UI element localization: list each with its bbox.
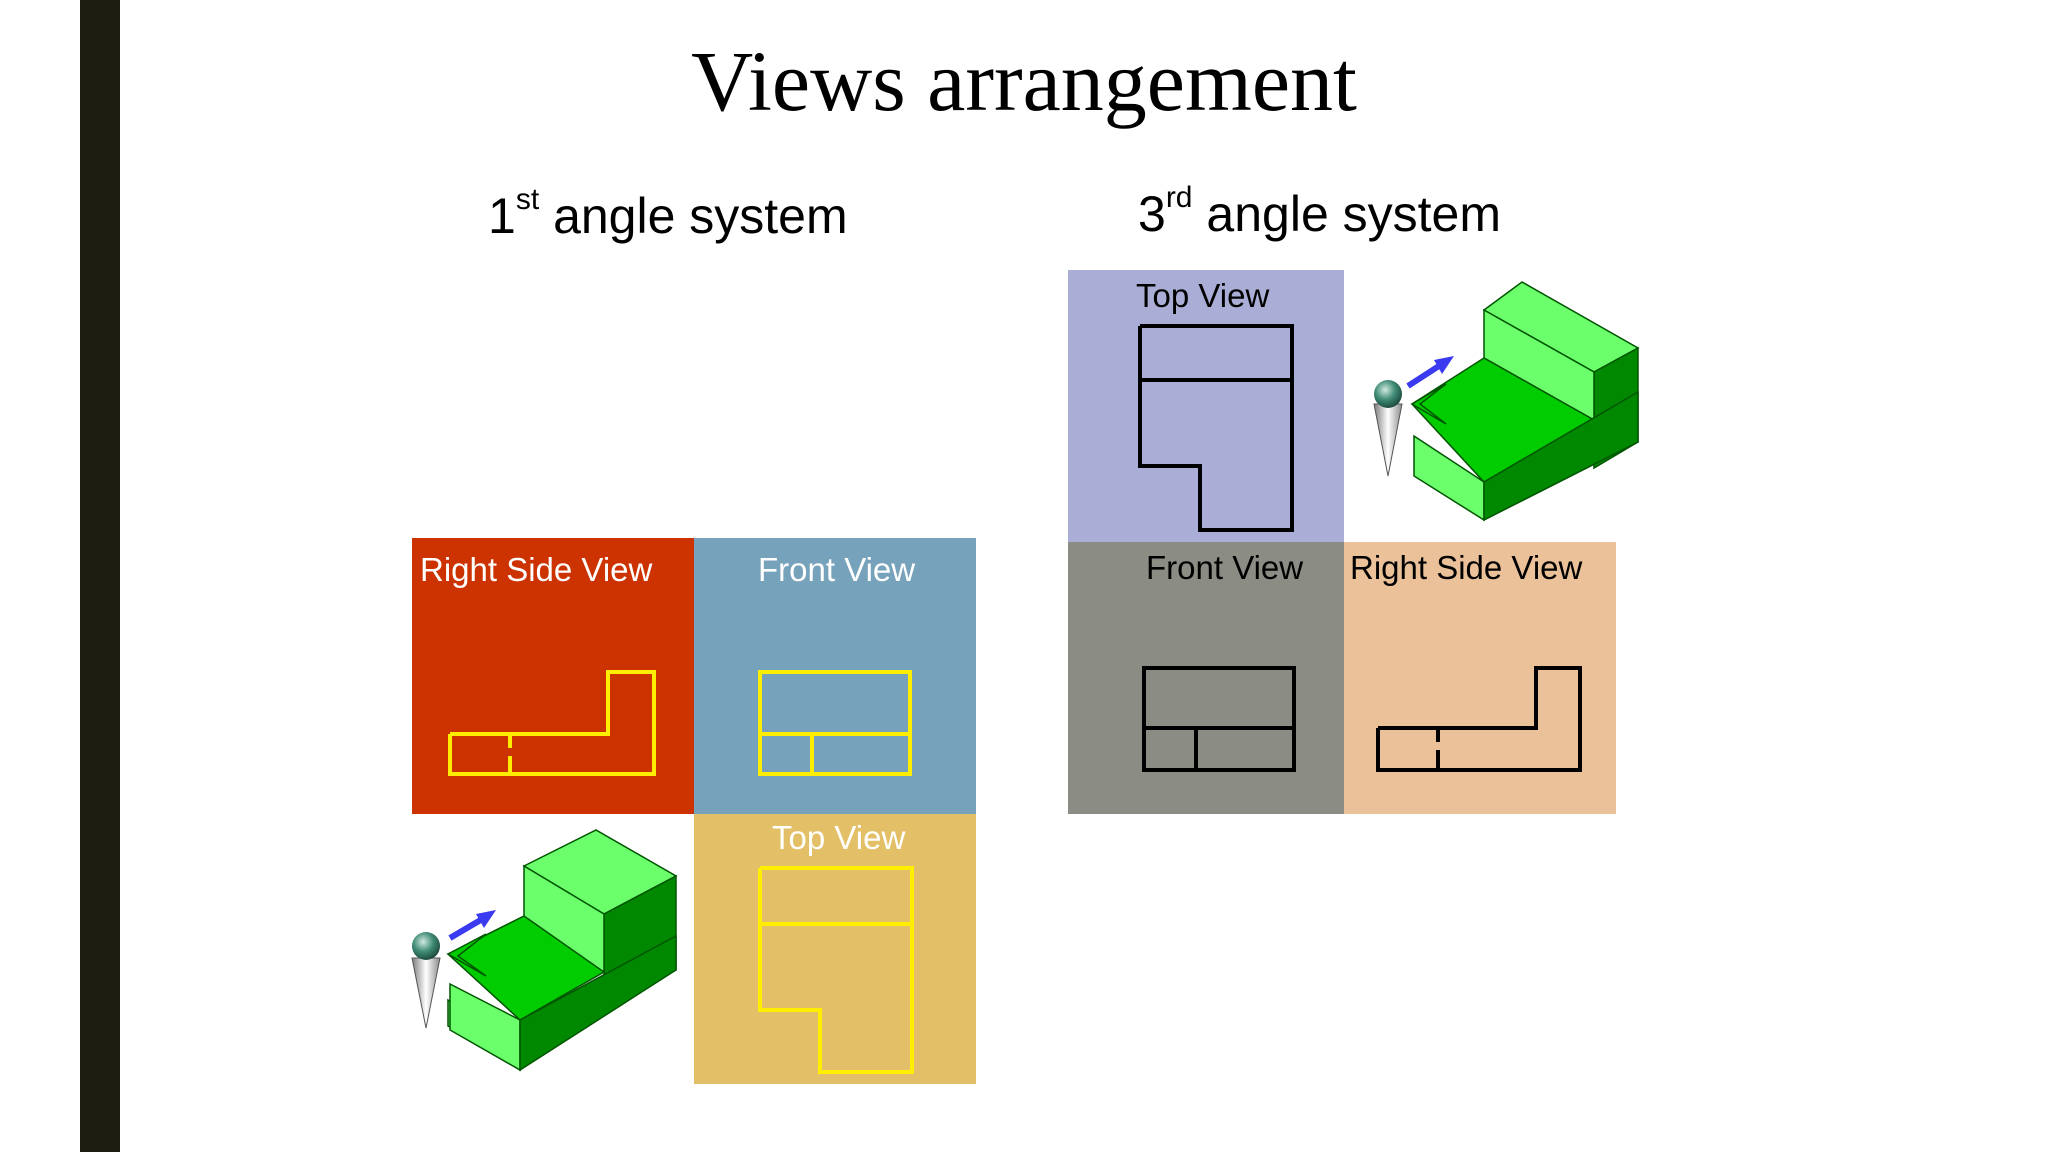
first-angle-heading: 1st angle system <box>488 183 848 246</box>
third-angle-top-panel: Top View <box>1068 270 1344 542</box>
first-angle-heading-text: angle system <box>553 188 848 244</box>
first-angle-heading-sup: st <box>515 183 540 216</box>
first-angle-front-panel: Front View <box>694 538 976 814</box>
third-angle-front-drawing <box>1142 666 1296 772</box>
first-angle-right-side-label: Right Side View <box>420 551 653 588</box>
viewer-icon <box>411 932 441 1029</box>
third-angle-heading-sup: rd <box>1165 181 1193 214</box>
third-angle-right-side-panel: Right Side View <box>1344 542 1616 814</box>
third-angle-right-side-label: Right Side View <box>1350 549 1583 586</box>
left-accent-bar <box>80 0 120 1152</box>
direction-arrow-icon <box>448 910 496 941</box>
first-angle-top-panel: Top View <box>694 814 976 1084</box>
third-angle-front-panel: Front View <box>1068 542 1344 814</box>
first-angle-isometric-block-icon <box>411 829 678 1072</box>
third-angle-top-label: Top View <box>1136 277 1270 314</box>
direction-arrow-icon <box>1406 356 1454 389</box>
first-angle-heading-number: 1 <box>488 188 516 244</box>
viewer-icon <box>1373 380 1403 477</box>
first-angle-right-side-drawing <box>448 670 656 776</box>
third-angle-heading-number: 3 <box>1138 186 1166 242</box>
third-angle-top-drawing <box>1138 324 1294 532</box>
third-angle-heading-text: angle system <box>1206 186 1501 242</box>
first-angle-front-drawing <box>758 670 912 776</box>
first-angle-right-side-panel: Right Side View <box>412 538 694 814</box>
first-angle-top-drawing <box>758 866 914 1074</box>
slide-title: Views arrangement <box>691 33 1357 129</box>
third-angle-front-label: Front View <box>1146 549 1304 586</box>
third-angle-right-side-drawing <box>1376 666 1582 772</box>
first-angle-top-label: Top View <box>772 819 906 856</box>
third-angle-isometric-block-icon <box>1373 281 1640 522</box>
third-angle-heading: 3rd angle system <box>1138 181 1501 244</box>
first-angle-front-label: Front View <box>758 551 916 588</box>
